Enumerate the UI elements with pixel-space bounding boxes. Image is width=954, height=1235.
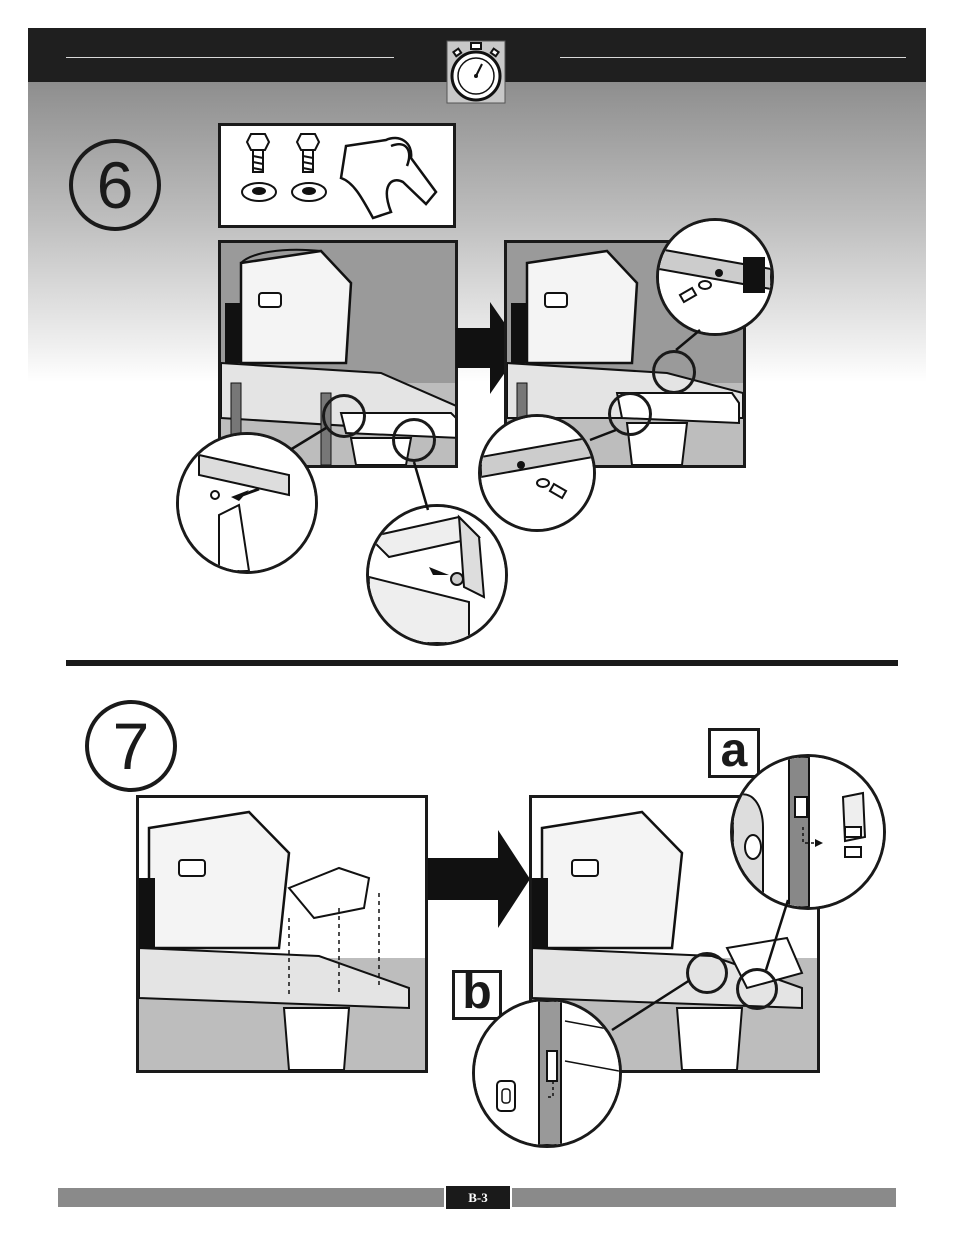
detail-label-b: b [452,970,502,1020]
side-table-bracket-icon [341,138,436,218]
callout-marker [686,952,728,994]
parts-box [218,123,456,228]
detail-circle-bolt-left [478,414,596,532]
step-number-7: 7 [85,700,177,792]
page-number: B-3 [444,1186,512,1209]
callout-marker [392,418,436,462]
right-arrow-icon [428,830,530,928]
stopwatch-icon [446,40,506,104]
bolt-icon [247,134,269,172]
washer-icon [242,183,276,201]
detail-circle-a [730,754,886,910]
bolt-icon [297,134,319,172]
detail-circle-b [472,998,622,1148]
step7-grill-panel-before [136,795,428,1073]
step-number-6: 6 [69,139,161,231]
detail-label-a: a [708,728,760,778]
callout-marker [652,350,696,394]
callout-marker [322,394,366,438]
header-rule-right [560,57,906,58]
callout-marker [608,392,652,436]
header-rule-left [66,57,394,58]
section-divider [66,660,898,666]
washer-icon [292,183,326,201]
detail-circle-hole-right [366,504,508,646]
detail-circle-bolt-right [656,218,774,336]
detail-circle-hole-left [176,432,318,574]
callout-marker [736,968,778,1010]
